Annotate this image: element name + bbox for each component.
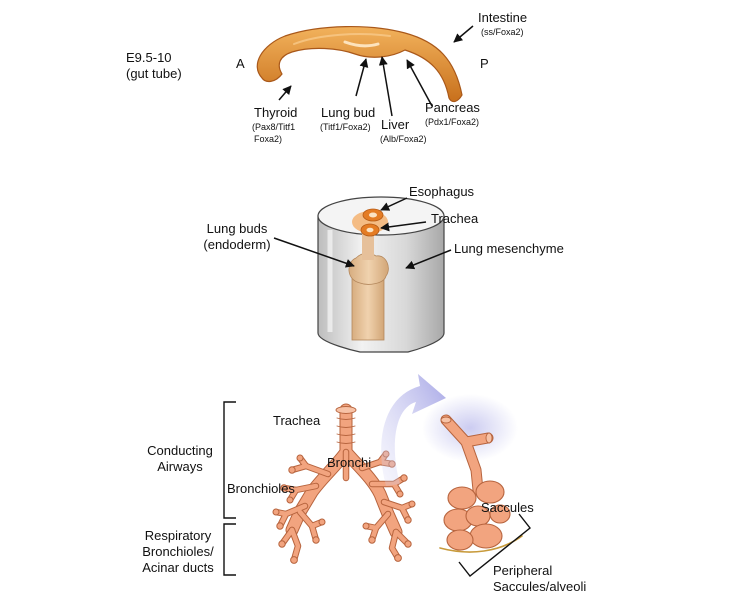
conducting-label-line1: Conducting — [147, 443, 213, 458]
thyroid-arrow — [278, 85, 292, 101]
middle-pointer-arrows — [273, 197, 452, 270]
bronchi-label: Bronchi — [327, 455, 372, 470]
peripheral-label-line2: Saccules/alveoli — [493, 579, 587, 594]
stage-label-line2: (gut tube) — [126, 66, 182, 81]
lung-buds-label-line1: Lung buds — [206, 221, 268, 236]
esophagus-arrow — [380, 197, 408, 211]
posterior-label: P — [480, 56, 489, 71]
pancreas-label: Pancreas — [425, 100, 480, 115]
lung-buds-label-line2: (endoderm) — [203, 237, 271, 252]
lung-mesenchyme-label: Lung mesenchyme — [454, 241, 564, 256]
lung-bud-tube — [348, 230, 389, 341]
bracket-respiratory — [223, 523, 236, 576]
saccule-cluster — [443, 480, 511, 551]
liver-arrow — [378, 56, 393, 117]
respiratory-label-line1: Respiratory — [144, 528, 212, 543]
liver-markers: (Alb/Foxa2) — [380, 134, 427, 144]
peripheral-bracket — [458, 513, 531, 577]
magnify-arrow — [381, 374, 446, 486]
lung-bud-arrow — [355, 58, 369, 97]
respiratory-label-line3: Acinar ducts — [142, 560, 214, 575]
thyroid-markers-line2: Foxa2) — [254, 134, 283, 144]
airway-tree — [272, 403, 416, 564]
terminal-airway — [439, 414, 523, 553]
bracket-conducting — [223, 401, 236, 519]
trachea-label-middle: Trachea — [431, 211, 479, 226]
trachea-arrow — [380, 221, 427, 232]
magnification-glow — [422, 394, 518, 462]
lung-bud-label: Lung bud — [321, 105, 376, 120]
esophagus-label: Esophagus — [409, 184, 475, 199]
foregut-cross-section — [352, 208, 388, 237]
gut-tube — [256, 26, 463, 103]
conducting-label-line2: Airways — [157, 459, 203, 474]
intestine-markers: (ss/Foxa2) — [481, 27, 524, 37]
thyroid-label: Thyroid — [254, 105, 298, 120]
lung-bud-markers: (Titf1/Foxa2) — [320, 122, 371, 132]
intestine-label: Intestine — [478, 10, 528, 25]
respiratory-label-line2: Bronchioles/ — [142, 544, 214, 559]
trachea-label-bottom: Trachea — [273, 413, 321, 428]
liver-label: Liver — [381, 117, 410, 132]
top-pointer-arrows — [278, 25, 474, 117]
stage-label-line1: E9.5-10 — [126, 50, 172, 65]
lung-buds-arrow — [273, 237, 355, 268]
pancreas-markers: (Pdx1/Foxa2) — [425, 117, 480, 127]
peripheral-label-line1: Peripheral — [493, 563, 553, 578]
thyroid-markers-line1: (Pax8/Titf1 — [252, 122, 296, 132]
mesenchyme-arrow — [405, 249, 452, 270]
intestine-arrow — [453, 25, 474, 43]
anterior-label: A — [236, 56, 245, 71]
saccules-label: Saccules — [481, 500, 534, 515]
bronchioles-label: Bronchioles — [227, 481, 295, 496]
pancreas-arrow — [406, 59, 433, 107]
